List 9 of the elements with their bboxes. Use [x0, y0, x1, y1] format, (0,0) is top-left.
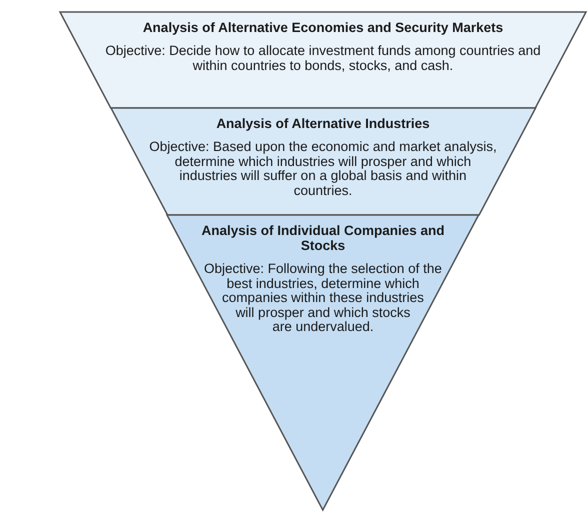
- objective-text: Objective: Based upon the economic and market analysis, determine which industries will prosper and which industries will suffer on a global basis and within countries.: [148, 140, 498, 198]
- objective-text: Objective: Following the selection of the best industries, determine which companies within these industries will prosper and which stocks are undervalued.: [203, 262, 443, 334]
- pyramid-band: [167, 215, 479, 510]
- band-heading: Analysis of Alternative Industries: [215, 116, 431, 131]
- pyramid-band: [60, 12, 586, 108]
- band-heading: Analysis of Individual Companies and Stocks: [200, 223, 446, 253]
- pyramid-band: [110, 108, 536, 215]
- band-heading: Analysis of Alternative Economies and Security Markets: [142, 20, 504, 35]
- objective-text: Objective: Decide how to allocate investment funds among countries and within countries to bonds, stocks, and cash.: [104, 44, 542, 73]
